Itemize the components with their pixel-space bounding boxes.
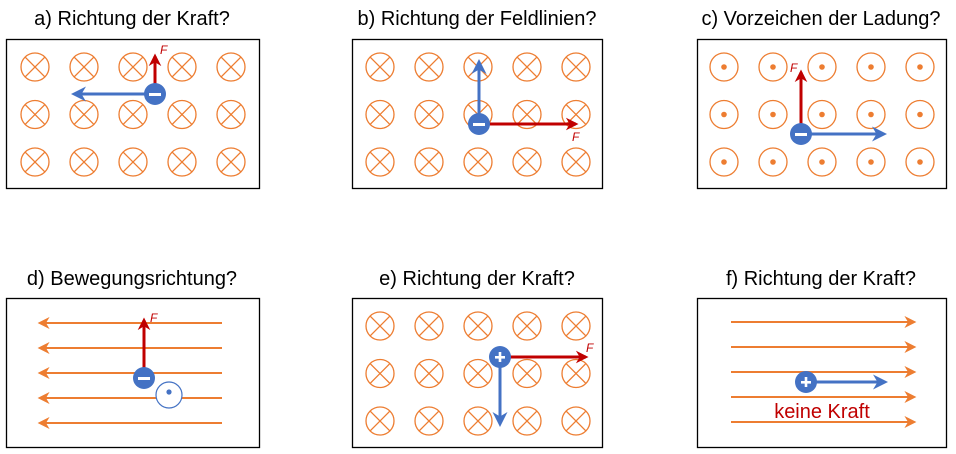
field-into-page-icon — [216, 99, 246, 130]
field-into-page-icon — [414, 358, 444, 389]
field-out-of-page-icon — [709, 99, 739, 130]
field-out-of-page-icon — [709, 52, 739, 82]
field-into-page-icon — [216, 52, 246, 82]
panel-d-frame — [5, 297, 261, 449]
panel-e-vectors: F — [489, 341, 594, 427]
field-into-page-icon — [414, 406, 444, 436]
panel-c-title: c) Vorzeichen der Ladung? — [701, 8, 941, 30]
panel-f-field — [731, 316, 917, 428]
field-into-page-icon — [414, 311, 444, 341]
field-out-of-page-icon — [758, 147, 788, 177]
field-into-page-icon — [216, 147, 246, 177]
panel-a-title: a) Richtung der Kraft? — [34, 8, 230, 30]
field-into-page-icon — [463, 311, 493, 341]
panel-f-vectors: keine Kraft — [774, 371, 888, 423]
field-into-page-icon — [118, 99, 148, 130]
field-into-page-icon — [365, 147, 395, 177]
field-out-of-page-icon — [758, 52, 788, 82]
panel-d-title: d) Bewegungsrichtung? — [26, 268, 238, 290]
field-into-page-icon — [512, 358, 542, 389]
field-out-of-page-icon — [905, 52, 935, 82]
force-label: F — [150, 311, 158, 325]
panel-f-frame — [696, 297, 948, 449]
field-into-page-icon — [69, 99, 99, 130]
field-into-page-icon — [365, 99, 395, 130]
field-into-page-icon — [512, 147, 542, 177]
field-into-page-icon — [512, 52, 542, 82]
force-label: F — [160, 43, 168, 57]
panel-d-field — [37, 317, 222, 429]
field-out-of-page-icon — [758, 99, 788, 130]
field-into-page-icon — [561, 311, 591, 341]
force-label: F — [790, 61, 798, 75]
field-out-of-page-icon — [807, 99, 837, 130]
field-into-page-icon — [463, 406, 493, 436]
minus-sign-icon — [138, 377, 150, 380]
no-force-note: keine Kraft — [774, 401, 870, 423]
field-into-page-icon — [167, 147, 197, 177]
field-into-page-icon — [512, 406, 542, 436]
field-out-of-page-icon — [905, 99, 935, 130]
field-into-page-icon — [167, 52, 197, 82]
field-into-page-icon — [512, 99, 542, 130]
field-into-page-icon — [561, 52, 591, 82]
field-into-page-icon — [69, 52, 99, 82]
field-into-page-icon — [20, 52, 50, 82]
field-into-page-icon — [414, 147, 444, 177]
field-into-page-icon — [365, 358, 395, 389]
field-into-page-icon — [118, 52, 148, 82]
field-into-page-icon — [414, 99, 444, 130]
field-into-page-icon — [414, 52, 444, 82]
velocity-dot — [166, 389, 172, 395]
panel-a-vectors: F — [71, 43, 168, 105]
field-into-page-icon — [561, 147, 591, 177]
field-into-page-icon — [167, 99, 197, 130]
panel-f-title: f) Richtung der Kraft? — [725, 268, 917, 290]
field-into-page-icon — [365, 52, 395, 82]
field-into-page-icon — [69, 147, 99, 177]
minus-sign-icon — [473, 123, 485, 126]
force-label: F — [586, 341, 594, 355]
field-out-of-page-icon — [807, 52, 837, 82]
panel-a-frame — [5, 38, 261, 190]
plus-sign-v — [498, 352, 502, 362]
field-into-page-icon — [365, 406, 395, 436]
field-out-of-page-icon — [807, 147, 837, 177]
panel-c-vectors: F — [790, 61, 887, 145]
field-out-of-page-icon — [905, 147, 935, 177]
panel-d-vectors: F — [133, 311, 183, 409]
field-out-of-page-icon — [856, 52, 886, 82]
panel-c-field — [709, 52, 935, 177]
panel-c-frame — [696, 38, 948, 190]
panel-e-frame — [351, 297, 604, 449]
field-into-page-icon — [512, 311, 542, 341]
panel-b-vectors: F — [468, 59, 580, 144]
field-out-of-page-icon — [709, 147, 739, 177]
panel-b-title: b) Richtung der Feldlinien? — [357, 8, 597, 30]
field-into-page-icon — [463, 358, 493, 389]
force-label: F — [572, 130, 580, 144]
field-into-page-icon — [365, 311, 395, 341]
panel-e-title: e) Richtung der Kraft? — [379, 268, 575, 290]
field-into-page-icon — [20, 99, 50, 130]
field-out-of-page-icon — [856, 99, 886, 130]
field-into-page-icon — [20, 147, 50, 177]
panel-e-field — [365, 311, 591, 436]
field-into-page-icon — [561, 358, 591, 389]
field-into-page-icon — [118, 147, 148, 177]
minus-sign-icon — [795, 133, 807, 136]
panel-a-field — [20, 52, 246, 177]
minus-sign-icon — [149, 93, 161, 96]
panel-b-frame — [351, 38, 604, 190]
plus-sign-v — [804, 377, 808, 387]
field-out-of-page-icon — [856, 147, 886, 177]
field-into-page-icon — [561, 406, 591, 436]
velocity-out-of-page-icon — [155, 381, 183, 409]
field-into-page-icon — [463, 147, 493, 177]
